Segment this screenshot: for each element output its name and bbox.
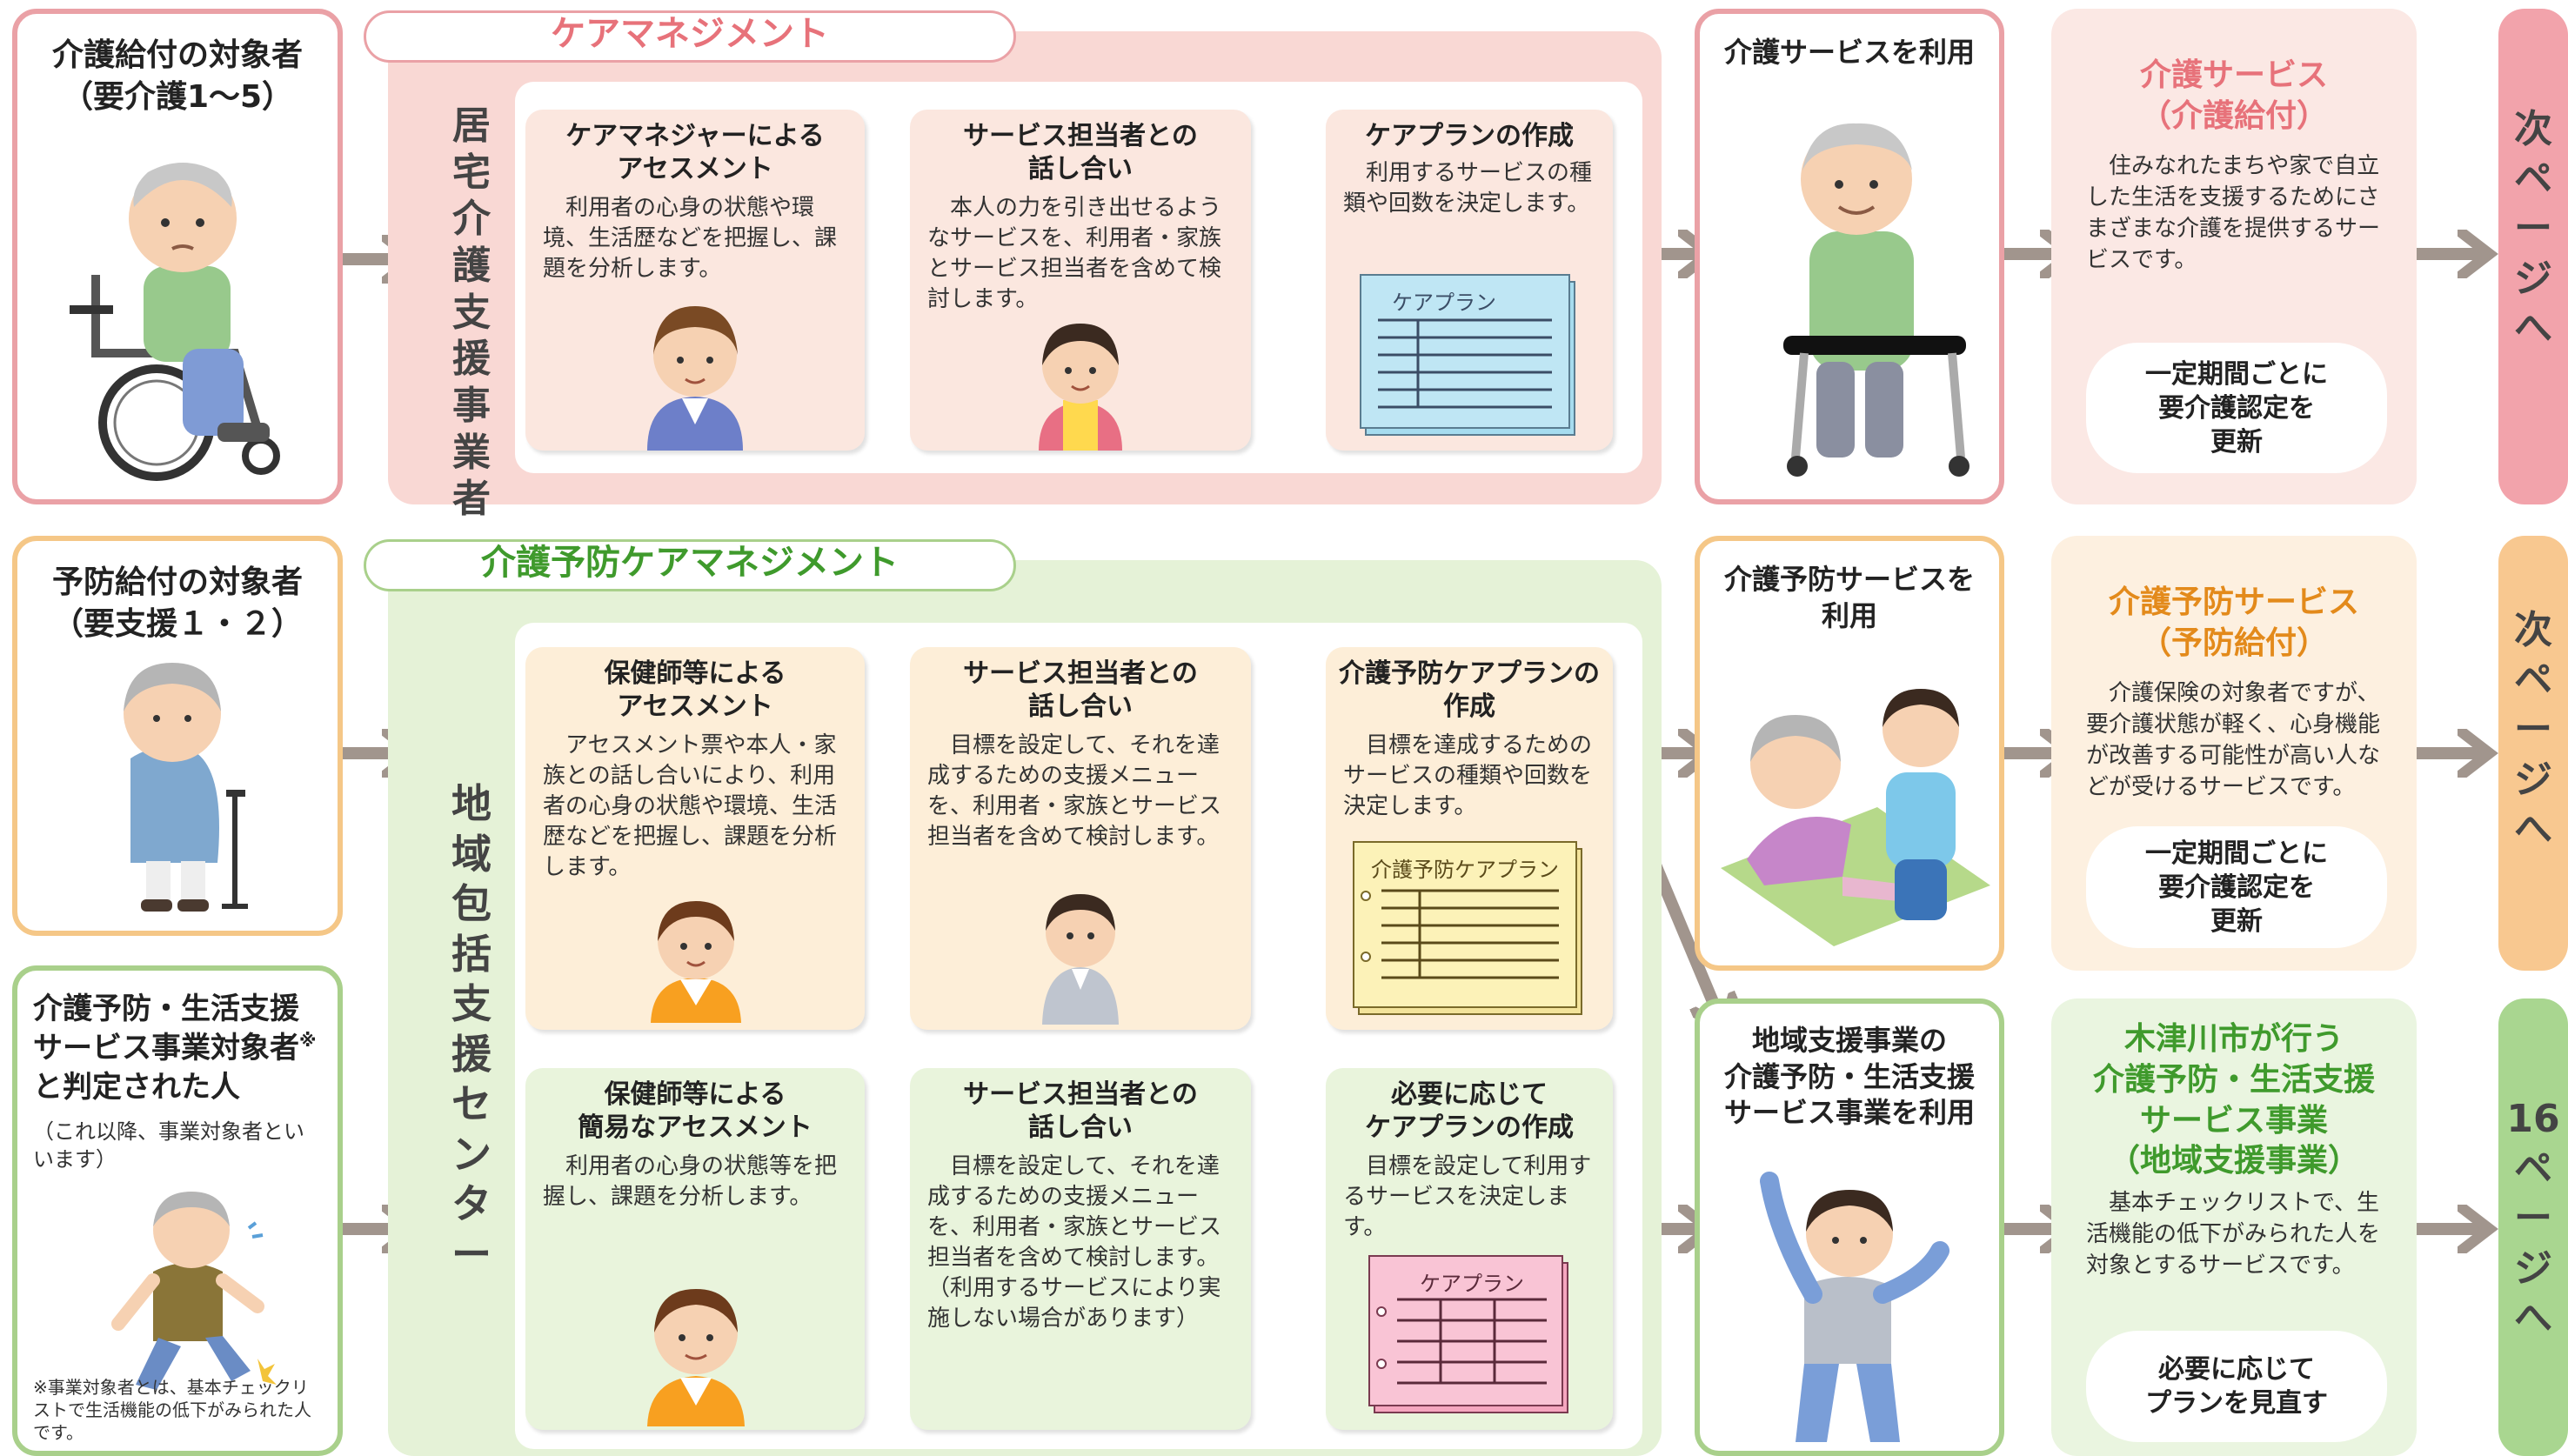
- target-note: ※事業対象者とは、基本チェックリストで生活機能の低下がみられた人です。: [33, 1377, 311, 1443]
- step-body: アセスメント票や本人・家族との話し合いにより、利用者の心身の状態や環境、生活歴な…: [543, 732, 838, 881]
- service-title: 地域支援事業の 介護予防・生活支援 サービス事業を利用: [1723, 1024, 1975, 1130]
- step-care-plan-1: ケアプランの作成 利用するサービスの種類や回数を決定します。 ケアプラン: [1326, 110, 1613, 451]
- result-body: 住みなれたまちや家で自立した生活を支援するためにさまざまな介護を提供するサービス…: [2086, 153, 2381, 273]
- result-box-care-service: 介護サービス （介護給付） 住みなれたまちや家で自立した生活を支援するためにさま…: [2051, 9, 2417, 504]
- walker-elder-icon: [1783, 123, 1969, 477]
- step-body: 本人の力を引き出せるようなサービスを、利用者・家族とサービス担当者を含めて検討し…: [927, 195, 1222, 313]
- prevention-plan-document-icon: 介護予防ケアプラン: [1350, 835, 1590, 1019]
- step-title: 介護予防ケアプランの 作成: [1339, 658, 1600, 722]
- nurse-icon: [647, 1289, 745, 1426]
- step-assessment-2: 保健師等による アセスメント アセスメント票や本人・家族との話し合いにより、利用…: [525, 647, 865, 1030]
- result-title: 介護予防サービス （予防給付）: [2108, 584, 2359, 661]
- result-title: 介護サービス （介護給付）: [2139, 57, 2328, 134]
- tab-text: 16 ペ ー ジ へ: [2506, 1097, 2560, 1340]
- step-body: 利用者の心身の状態や環境、生活歴などを把握し、課題を分析します。: [543, 195, 838, 283]
- step-simple-assessment: 保健師等による 簡易なアセスメント 利用者の心身の状態等を把握し、課題を分析しま…: [525, 1068, 865, 1430]
- step-body: 利用者の心身の状態等を把握し、課題を分析します。: [543, 1153, 838, 1211]
- next-page-tab-2[interactable]: 次 ペ ー ジ へ: [2498, 536, 2568, 971]
- step-meeting-3: サービス担当者との 話し合い 目標を設定して、それを達成するための支援メニューを…: [910, 1068, 1251, 1430]
- step-title: ケアプランの作成: [1365, 121, 1574, 151]
- step-body: 目標を設定して、それを達成するための支援メニューを、利用者・家族とサービス担当者…: [927, 732, 1222, 851]
- step-body: 目標を設定して利用するサービスを決定します。: [1343, 1153, 1592, 1241]
- next-page-tab-1[interactable]: 次 ペ ー ジ へ: [2498, 9, 2568, 504]
- result-body: 介護保険の対象者ですが、要介護状態が軽く、心身機能が改善する可能性が高い人などが…: [2086, 680, 2381, 800]
- step-care-plan-2: 介護予防ケアプランの 作成 目標を達成するためのサービスの種類や回数を決定します…: [1326, 647, 1613, 1030]
- target-title-line1: 介護予防・生活支援 サービス事業対象者: [33, 992, 299, 1065]
- step-title: サービス担当者との 話し合い: [963, 1079, 1198, 1143]
- nurse-icon: [651, 901, 741, 1023]
- wheelchair-elder-icon: [70, 163, 280, 481]
- result-box-city-service: 木津川市が行う 介護予防・生活支援 サービス事業 （地域支援事業） 基本チェック…: [2051, 998, 2417, 1456]
- target-title-line2: と判定された人: [33, 1069, 240, 1105]
- service-title: 介護サービスを利用: [1723, 36, 1975, 69]
- care-plan-document-icon: ケアプラン: [1357, 270, 1583, 440]
- doc-label: ケアプラン: [1420, 1272, 1524, 1296]
- step-body: 目標を達成するためのサービスの種類や回数を決定します。: [1343, 732, 1593, 820]
- staff-man-icon: [1042, 894, 1119, 1025]
- step-meeting-2: サービス担当者との 話し合い 目標を設定して、それを達成するための支援メニューを…: [910, 647, 1251, 1030]
- step-meeting-1: サービス担当者との 話し合い 本人の力を引き出せるようなサービスを、利用者・家族…: [910, 110, 1251, 451]
- target-title: 介護予防・生活支援 サービス事業対象者※ と判定された人: [33, 990, 331, 1107]
- result-title: 木津川市が行う 介護予防・生活支援 サービス事業 （地域支援事業）: [2092, 1021, 2375, 1179]
- tab-text: 次 ペ ー ジ へ: [2514, 608, 2552, 852]
- step-title: 保健師等による 簡易なアセスメント: [578, 1079, 813, 1143]
- renewal-pill: 一定期間ごとに 要介護認定を 更新: [2086, 343, 2387, 473]
- review-plan-pill: 必要に応じて プランを見直す: [2086, 1331, 2387, 1442]
- step-title: ケアマネジャーによる アセスメント: [565, 121, 825, 184]
- step-title: サービス担当者との 話し合い: [963, 658, 1198, 722]
- service-box-care: 介護サービスを利用: [1695, 9, 2004, 504]
- doc-label: 介護予防ケアプラン: [1371, 858, 1559, 882]
- step-body: 目標を設定して、それを達成するための支援メニューを、利用者・家族とサービス担当者…: [927, 1153, 1222, 1332]
- stumbling-elder-icon: [111, 1192, 277, 1390]
- care-plan-document-icon: ケアプラン: [1366, 1251, 1575, 1416]
- step-care-plan-3: 必要に応じて ケアプランの作成 目標を設定して利用するサービスを決定します。 ケ…: [1326, 1068, 1613, 1430]
- target-title: 予防給付の対象者 （要支援１・２）: [51, 564, 303, 642]
- step-assessment-1: ケアマネジャーによる アセスメント 利用者の心身の状態や環境、生活歴などを把握し…: [525, 110, 865, 451]
- panel-side-label: 地域包括支援センター: [451, 780, 492, 1278]
- panel-label-prevention-management: 介護予防ケアマネジメント: [364, 539, 1016, 591]
- care-manager-icon: [647, 306, 743, 451]
- target-box-prevention-benefit: 予防給付の対象者 （要支援１・２）: [12, 536, 343, 936]
- service-title: 介護予防サービスを 利用: [1723, 563, 1975, 632]
- doc-label: ケアプラン: [1392, 291, 1496, 315]
- step-body: 利用するサービスの種類や回数を決定します。: [1343, 160, 1593, 217]
- tab-text: 次 ペ ー ジ へ: [2514, 107, 2552, 351]
- step-title: 必要に応じて ケアプランの作成: [1365, 1079, 1574, 1143]
- renewal-pill: 一定期間ごとに 要介護認定を 更新: [2086, 826, 2387, 948]
- target-title: 介護給付の対象者 （要介護1～5）: [51, 37, 303, 115]
- result-body: 基本チェックリストで、生活機能の低下がみられた人を対象とするサービスです。: [2086, 1190, 2381, 1279]
- step-title: 保健師等による アセスメント: [604, 658, 786, 722]
- target-box-business: 介護予防・生活支援 サービス事業対象者※ と判定された人 （これ以降、事業対象者…: [12, 965, 343, 1456]
- stretching-elder-icon: [1760, 1172, 1949, 1442]
- target-sub: （これ以降、事業対象者といいます）: [33, 1119, 304, 1172]
- service-box-regional: 地域支援事業の 介護予防・生活支援 サービス事業を利用: [1695, 998, 2004, 1456]
- panel-side-label: 居宅介護支援事業者: [452, 104, 491, 522]
- cane-elder-icon: [124, 663, 248, 912]
- result-box-prevention-service: 介護予防サービス （予防給付） 介護保険の対象者ですが、要介護状態が軽く、心身機…: [2051, 536, 2417, 971]
- staff-woman-icon: [1039, 324, 1122, 451]
- panel-label-care-management: ケアマネジメント: [364, 10, 1016, 63]
- target-title-mark: ※: [299, 1029, 317, 1051]
- step-title: サービス担当者との 話し合い: [963, 121, 1198, 184]
- exercise-pair-icon: [1721, 689, 1990, 946]
- service-box-prevention: 介護予防サービスを 利用: [1695, 536, 2004, 971]
- target-box-care-benefit: 介護給付の対象者 （要介護1～5）: [12, 9, 343, 504]
- page-16-tab[interactable]: 16 ペ ー ジ へ: [2498, 998, 2568, 1456]
